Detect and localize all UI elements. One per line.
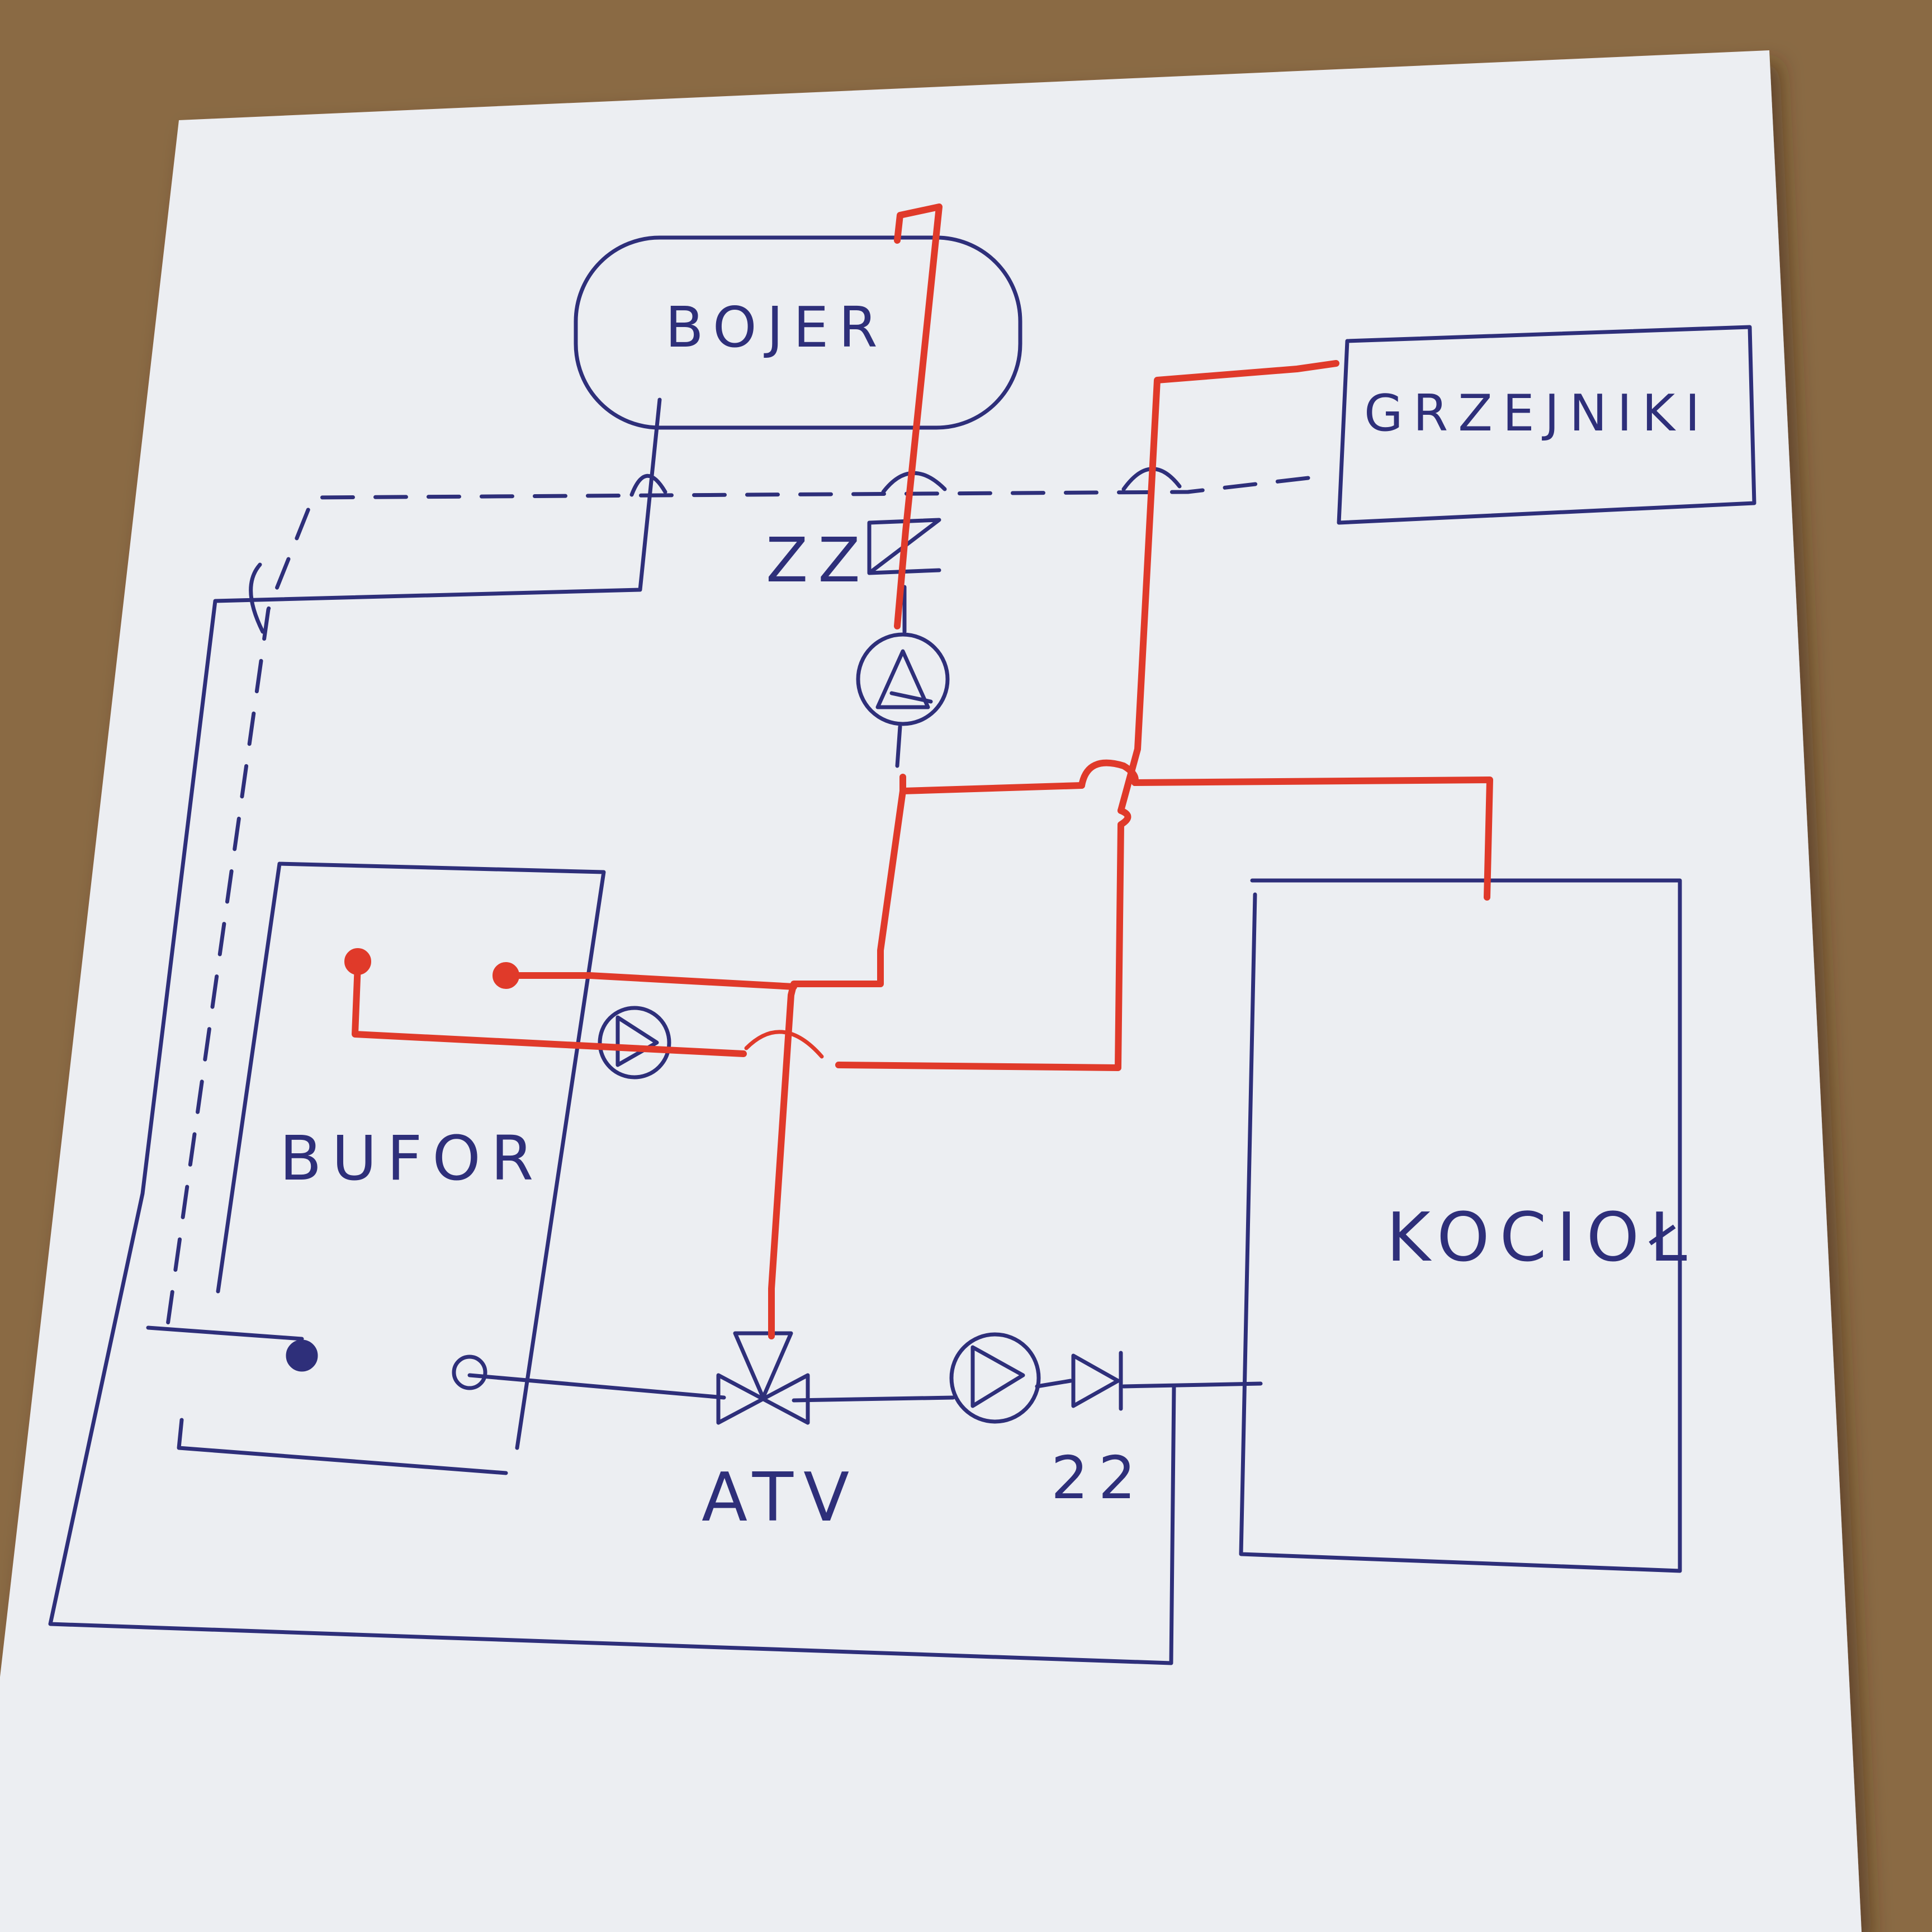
return-pipe-bottom xyxy=(467,1373,1263,1403)
boiler-tank xyxy=(574,235,1022,430)
buffer-port-top-right xyxy=(493,962,519,989)
buffer-label: BUFOR xyxy=(280,1123,543,1194)
pump-bottom-icon xyxy=(949,1332,1041,1424)
valve-supply-riser xyxy=(768,774,906,1339)
pipe-hop-5 xyxy=(744,1030,824,1059)
buffer-supply-loop-2 xyxy=(503,972,797,990)
valve-label: ATV xyxy=(702,1459,859,1537)
pump-top-icon xyxy=(856,632,950,726)
pipe-hop-4 xyxy=(249,562,265,634)
buffer-port-bottom-right xyxy=(452,1355,487,1390)
atv-valve-icon xyxy=(716,1331,810,1425)
pump-buffer-icon xyxy=(598,1006,671,1079)
boiler-label: BOJER xyxy=(665,295,888,360)
buffer-bottom-left-line xyxy=(146,1325,304,1341)
check-valve-connector xyxy=(895,585,907,768)
furnace-box xyxy=(1239,878,1682,1573)
return-pipe-outer xyxy=(48,397,1176,1665)
radiators-label: GRZEJNIKI xyxy=(1364,384,1710,443)
red-hop xyxy=(1078,759,1139,789)
furnace-supply-pipe xyxy=(899,776,1493,901)
radiators-return-dashed xyxy=(165,476,1310,1327)
radiators-box xyxy=(1337,325,1756,525)
check-valve-bottom-icon xyxy=(1071,1351,1123,1411)
buffer-supply-loop-1 xyxy=(352,961,747,1057)
boiler-supply-pipe xyxy=(894,203,943,629)
check-valve-bottom-label: 22 xyxy=(1051,1444,1146,1512)
furnace-label: KOCIOŁ xyxy=(1386,1199,1697,1277)
pipe-hop-1 xyxy=(629,473,667,497)
buffer-tank xyxy=(177,861,606,1475)
buffer-port-bottom-left xyxy=(286,1339,318,1372)
check-valve-top-label: ZZ xyxy=(766,524,870,596)
radiators-supply-pipe xyxy=(1117,360,1339,814)
buffer-port-top-left xyxy=(344,948,371,975)
